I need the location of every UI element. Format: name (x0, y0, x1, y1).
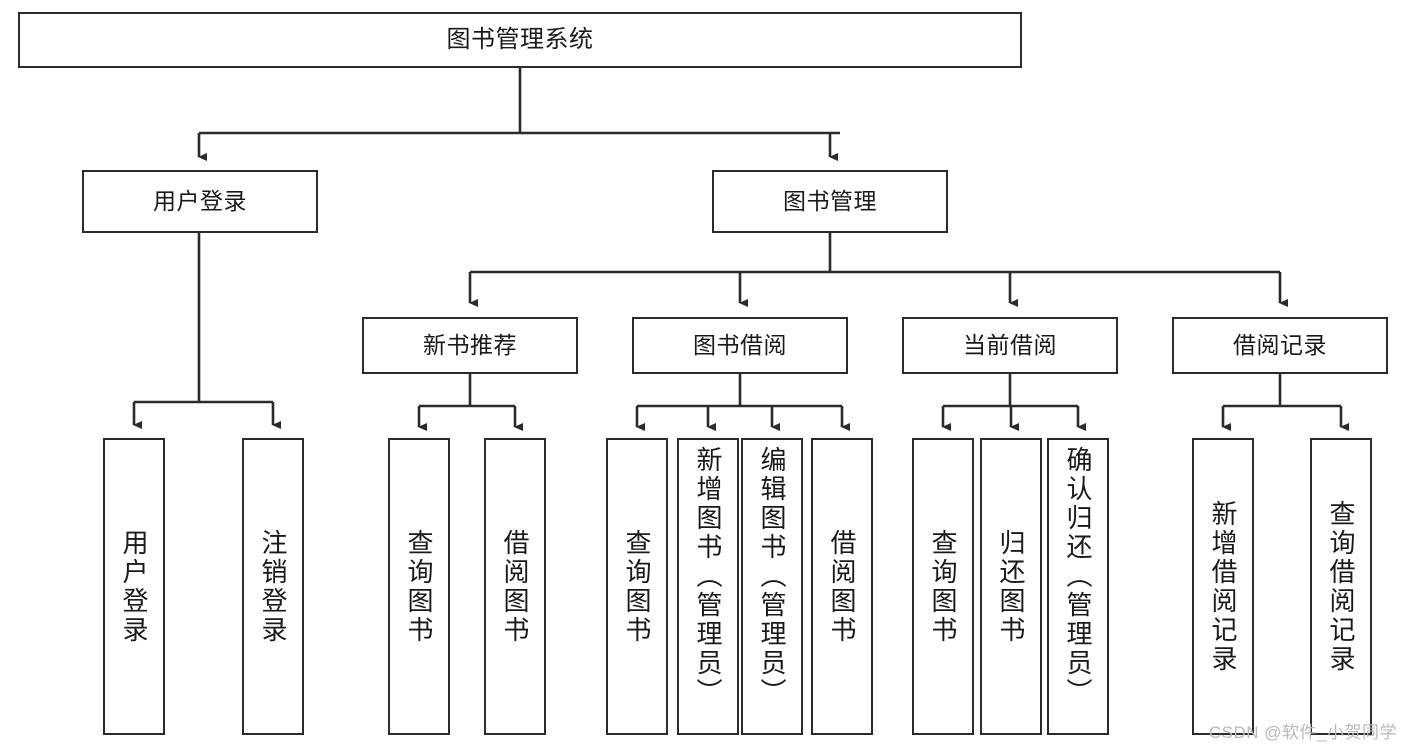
leaf-node-query-book-recommend[interactable]: 查询图书 (388, 438, 450, 735)
leaf-node-borrow-book-recommend[interactable]: 借阅图书 (484, 438, 546, 735)
node-label: 新增借阅记录 (1208, 499, 1238, 674)
leaf-node-query-book-current[interactable]: 查询图书 (912, 438, 974, 735)
node-label: 图书管理系统 (446, 25, 594, 53)
node-current-borrow[interactable]: 当前借阅 (902, 317, 1118, 374)
node-user-login[interactable]: 用户登录 (82, 170, 318, 233)
node-label: 编辑图书（管理员） (757, 446, 787, 707)
node-book-management[interactable]: 图书管理 (712, 170, 948, 233)
node-label: 查询图书 (928, 528, 958, 645)
node-new-book-recommendation[interactable]: 新书推荐 (362, 317, 578, 374)
leaf-node-borrow-book[interactable]: 借阅图书 (811, 438, 873, 735)
node-root-book-management-system[interactable]: 图书管理系统 (18, 12, 1022, 68)
node-label: 当前借阅 (963, 331, 1057, 358)
node-label: 图书借阅 (693, 331, 787, 358)
node-label: 注销登录 (258, 528, 288, 645)
leaf-node-query-borrow-record[interactable]: 查询借阅记录 (1310, 438, 1372, 735)
leaf-node-edit-book-admin[interactable]: 编辑图书（管理员） (741, 438, 803, 735)
leaf-node-add-borrow-record[interactable]: 新增借阅记录 (1192, 438, 1254, 735)
leaf-node-return-book[interactable]: 归还图书 (980, 438, 1042, 735)
node-label: 借阅图书 (827, 528, 857, 645)
leaf-node-confirm-return-admin[interactable]: 确认归还（管理员） (1047, 438, 1109, 735)
node-label: 查询借阅记录 (1326, 499, 1356, 674)
node-label: 新书推荐 (423, 331, 517, 358)
node-label: 借阅记录 (1233, 331, 1327, 358)
node-label: 新增图书（管理员） (693, 446, 723, 707)
node-label: 用户登录 (119, 528, 149, 645)
leaf-node-add-book-admin[interactable]: 新增图书（管理员） (677, 438, 739, 735)
node-label: 归还图书 (996, 528, 1026, 645)
node-label: 借阅图书 (500, 528, 530, 645)
leaf-node-user-login[interactable]: 用户登录 (103, 438, 165, 735)
node-label: 确认归还（管理员） (1063, 446, 1093, 707)
node-book-borrow[interactable]: 图书借阅 (632, 317, 848, 374)
node-label: 查询图书 (622, 528, 652, 645)
node-label: 查询图书 (404, 528, 434, 645)
leaf-node-query-book-borrow[interactable]: 查询图书 (606, 438, 668, 735)
node-borrow-record[interactable]: 借阅记录 (1172, 317, 1388, 374)
leaf-node-user-logout[interactable]: 注销登录 (242, 438, 304, 735)
watermark-text: CSDN @软件_小贺同学 (1208, 723, 1397, 742)
node-label: 图书管理 (783, 187, 877, 214)
node-label: 用户登录 (153, 187, 247, 214)
